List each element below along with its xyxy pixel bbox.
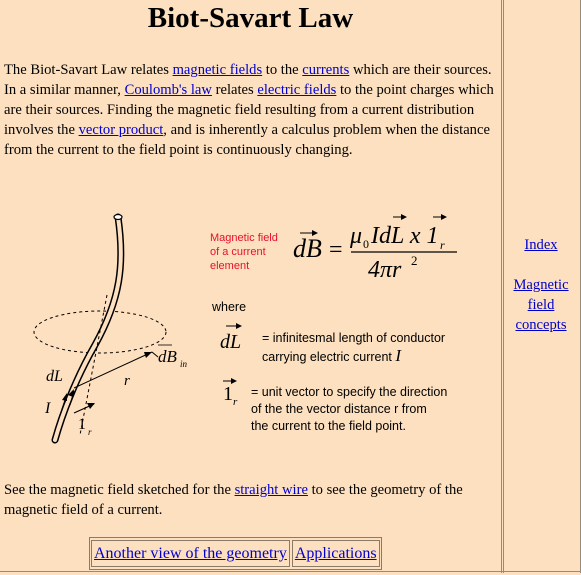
sidebar-item-magnetic-field-concepts[interactable]: Magnetic field concepts [513,277,569,333]
svg-text:r: r [440,238,445,252]
svg-text:r: r [88,427,92,437]
link-currents[interactable]: currents [302,62,350,78]
main-panel [501,0,502,573]
svg-text:I: I [44,400,51,417]
link-straight-wire[interactable]: straight wire [234,482,308,498]
svg-text:4πr: 4πr [368,257,402,283]
magnetic-field-label: Magnetic field of a current element [210,232,278,272]
nav-button-table: Another view of the geometry Application… [89,537,382,570]
svg-text:dB: dB [293,234,322,263]
svg-text:0: 0 [363,237,369,251]
svg-text:1: 1 [223,383,233,405]
link-vector-product[interactable]: vector product [78,122,164,138]
svg-text:2: 2 [411,253,418,268]
link-magnetic-fields[interactable]: magnetic fields [172,62,263,78]
svg-text:IdL x 1: IdL x 1 [370,223,439,249]
svg-text:=: = [329,237,343,263]
where-label: where [212,300,247,314]
link-coulombs-law[interactable]: Coulomb's law [124,82,212,98]
applications-button[interactable]: Applications [291,540,380,567]
unit-vector-definition: = unit vector to specify the direction o… [251,385,448,433]
geometry-button[interactable]: Another view of the geometry [91,540,290,567]
page-title: Biot-Savart Law [147,2,354,34]
straight-wire-paragraph: See the magnetic field sketched for the … [4,482,463,518]
intro-paragraph: The Biot-Savart Law relates magnetic fie… [4,62,494,158]
svg-text:dL: dL [46,368,63,385]
svg-text:μ: μ [349,223,362,249]
svg-text:r: r [233,396,238,408]
svg-text:in: in [180,359,188,369]
bottom-divider [0,571,581,572]
svg-text:dB: dB [158,347,178,366]
sidebar-item-index[interactable]: Index [524,237,558,253]
svg-text:r: r [124,373,130,389]
biot-savart-diagram: dB in r dL I 1 r dB = μ 0 IdL x 1 r 4πr … [0,195,500,455]
svg-text:1: 1 [78,416,86,433]
link-electric-fields[interactable]: electric fields [257,82,337,98]
svg-text:dL: dL [220,331,241,353]
dl-definition: = infinitesmal length of conductor carry… [262,331,446,365]
